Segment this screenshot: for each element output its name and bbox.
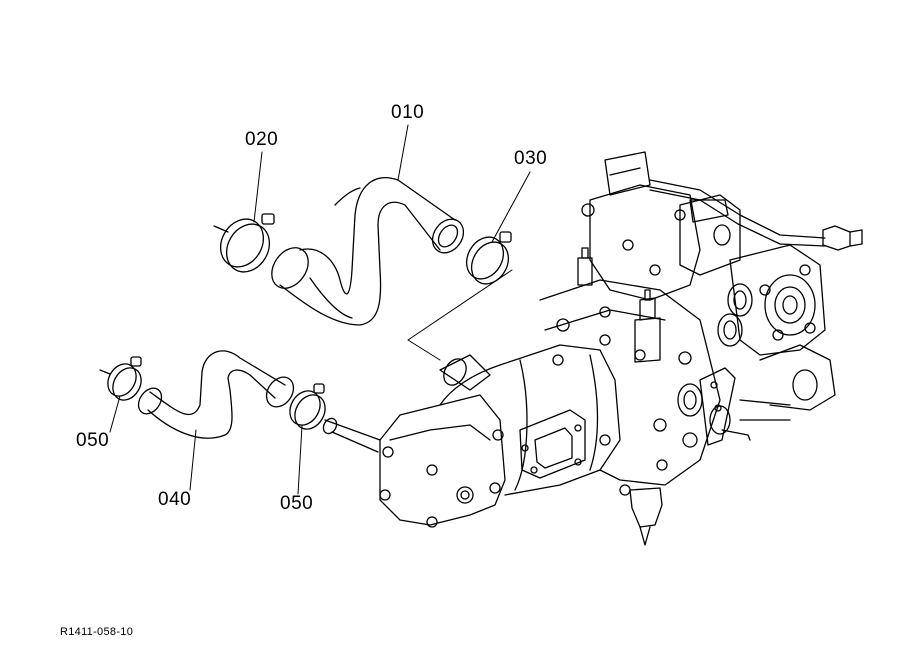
- part-label-040: 040: [158, 489, 192, 510]
- part-label-050-left: 050: [76, 430, 110, 451]
- clamp-030: [459, 230, 515, 290]
- lower-hose-040: [134, 351, 299, 438]
- part-label-050-right: 050: [280, 493, 314, 514]
- part-label-030: 030: [514, 148, 548, 169]
- leader-lines: [110, 125, 530, 494]
- hydraulic-pump-assembly: [321, 152, 862, 545]
- upper-hose-010: [264, 178, 470, 325]
- part-label-020: 020: [245, 129, 279, 150]
- reference-code: R1411-058-10: [60, 626, 134, 638]
- clamp-050-left: [100, 357, 147, 405]
- part-label-010: 010: [391, 102, 425, 123]
- clamp-020: [212, 211, 278, 279]
- clamp-050-right: [284, 384, 331, 435]
